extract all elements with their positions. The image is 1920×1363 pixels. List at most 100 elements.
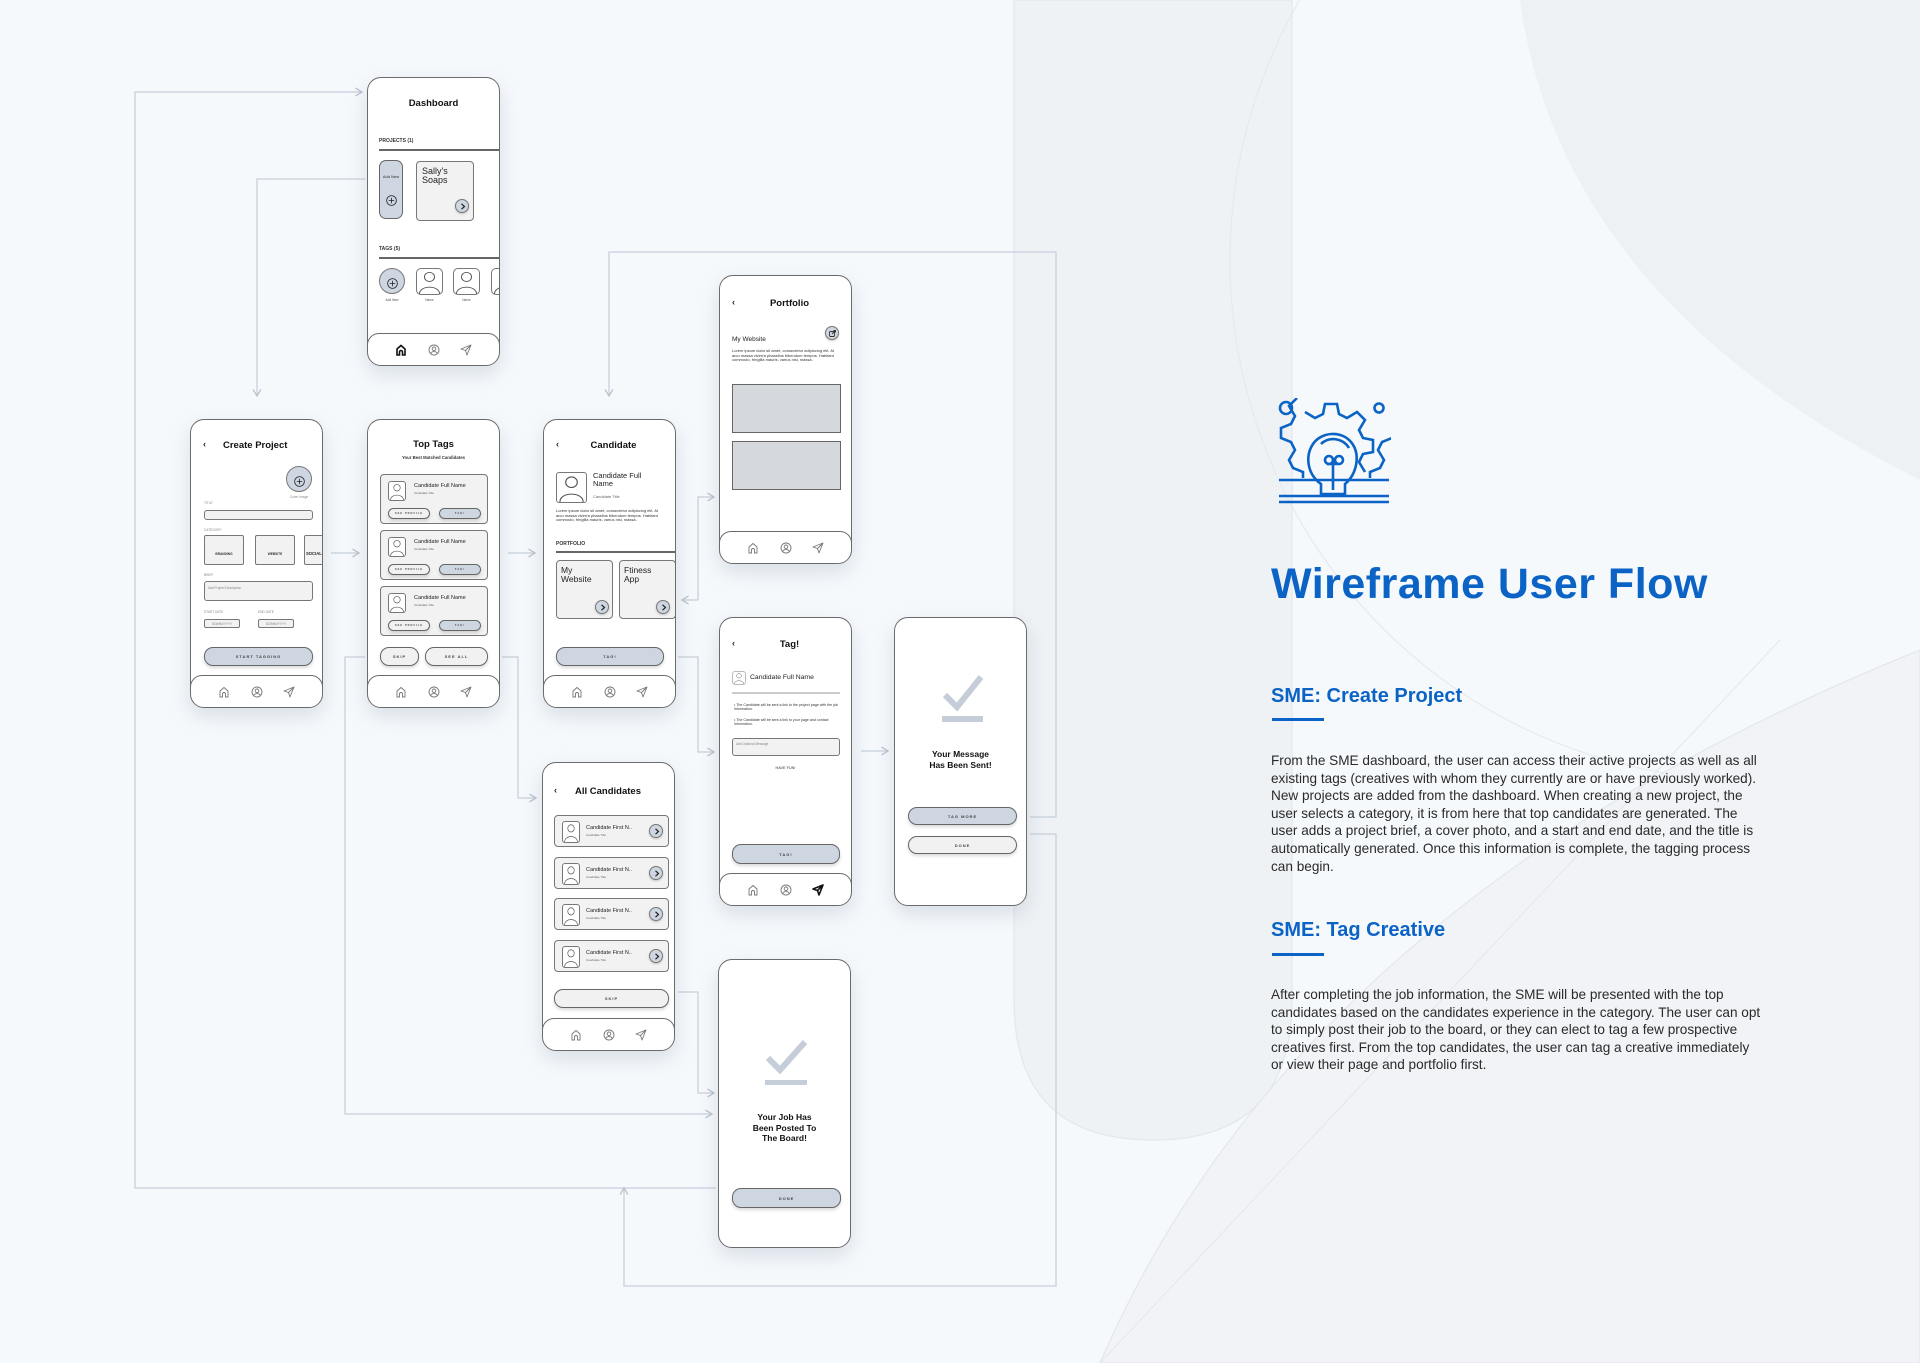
home-icon[interactable] bbox=[395, 686, 407, 698]
chevron-right-icon[interactable] bbox=[656, 600, 670, 614]
send-icon[interactable] bbox=[460, 344, 472, 356]
add-tag-button[interactable] bbox=[379, 268, 405, 294]
category-label: CATEGORY bbox=[204, 528, 222, 532]
connector-allcandidates-to-jobposted bbox=[678, 991, 716, 1098]
category-website[interactable]: WEBSITE bbox=[255, 535, 295, 565]
chevron-right-icon[interactable] bbox=[649, 949, 663, 964]
back-icon[interactable]: ‹ bbox=[554, 785, 557, 795]
candidate-avatar bbox=[562, 821, 580, 843]
candidate-name: Candidate Full Name bbox=[750, 674, 814, 681]
skip-button[interactable]: SKIP bbox=[554, 989, 669, 1008]
candidate-screen: ‹ Candidate Candidate Full Name Candidat… bbox=[543, 419, 676, 708]
add-project-button[interactable]: Add New bbox=[379, 160, 403, 219]
title-input[interactable] bbox=[204, 510, 313, 520]
category-branding[interactable]: BRANDING bbox=[204, 535, 244, 565]
candidate-name: Candidate First N.. bbox=[586, 866, 632, 873]
divider bbox=[732, 692, 840, 694]
tag-avatar[interactable] bbox=[416, 268, 443, 295]
see-profile-button[interactable]: SEE PROFILE bbox=[388, 620, 430, 631]
chevron-right-icon[interactable] bbox=[649, 824, 663, 838]
plus-icon bbox=[386, 193, 397, 206]
profile-icon[interactable] bbox=[428, 686, 440, 698]
candidate-avatar bbox=[562, 904, 580, 927]
chevron-right-icon[interactable] bbox=[649, 907, 663, 922]
home-icon[interactable] bbox=[570, 1029, 582, 1041]
gear-lightbulb-icon bbox=[1278, 398, 1391, 504]
done-button[interactable]: DONE bbox=[908, 836, 1017, 854]
tag-screen: ‹ Tag! Candidate Full Name • The Candida… bbox=[719, 617, 852, 906]
tag-button[interactable]: TAG! bbox=[439, 564, 481, 575]
portfolio-card[interactable]: Ftiness App bbox=[619, 560, 675, 619]
see-all-button[interactable]: SEE ALL bbox=[425, 647, 488, 666]
portfolio-card[interactable]: My Website bbox=[556, 560, 613, 619]
candidate-title: Candidate Title bbox=[414, 603, 435, 607]
home-icon[interactable] bbox=[571, 686, 583, 698]
chevron-right-icon[interactable] bbox=[649, 865, 663, 880]
candidate-row[interactable]: Candidate First N.. Candidate Title bbox=[554, 898, 669, 931]
project-card[interactable]: Sally's Soaps bbox=[416, 161, 474, 221]
chevron-right-icon[interactable] bbox=[455, 199, 469, 213]
see-profile-button[interactable]: SEE PROFILE bbox=[388, 564, 430, 575]
connector-jobposted-to-dashboard bbox=[134, 87, 716, 1189]
bottom-nav bbox=[720, 873, 851, 905]
tag-bullet: • The Candidate will be sent a link to y… bbox=[734, 718, 829, 727]
brief-textarea[interactable]: Add Project Description bbox=[204, 581, 313, 601]
profile-icon[interactable] bbox=[603, 1029, 615, 1041]
home-icon[interactable] bbox=[218, 686, 230, 698]
have-fun-text: HAVE FUN! bbox=[775, 766, 796, 770]
external-link-icon[interactable] bbox=[825, 326, 839, 340]
tag-name: Name bbox=[462, 298, 471, 302]
section-heading: SME: Create Project bbox=[1271, 685, 1463, 707]
category-social[interactable]: SOCIAL bbox=[304, 535, 322, 565]
tag-button[interactable]: TAG! bbox=[556, 647, 664, 666]
send-icon[interactable] bbox=[812, 542, 824, 554]
candidate-row[interactable]: Candidate First N.. Candidate Title bbox=[554, 815, 669, 847]
tag-button[interactable]: TAG! bbox=[439, 508, 481, 519]
send-icon[interactable] bbox=[812, 884, 824, 896]
connector-tagmore-loop bbox=[604, 251, 1057, 818]
tag-avatar[interactable] bbox=[453, 268, 480, 295]
portfolio-label: PORTFOLIO bbox=[556, 541, 586, 547]
done-button[interactable]: DONE bbox=[732, 1188, 841, 1208]
tag-button[interactable]: TAG! bbox=[732, 844, 840, 864]
back-icon[interactable]: ‹ bbox=[203, 439, 206, 449]
home-icon[interactable] bbox=[747, 542, 759, 554]
end-date-input[interactable]: DD/MM/YYYY bbox=[258, 619, 294, 628]
candidate-row[interactable]: Candidate First N.. Candidate Title bbox=[554, 940, 669, 973]
back-icon[interactable]: ‹ bbox=[732, 638, 735, 648]
tag-more-button[interactable]: TAG MORE bbox=[908, 807, 1017, 825]
candidate-avatar bbox=[562, 946, 580, 969]
start-date-label: START DATE bbox=[204, 610, 224, 614]
portfolio-item-title: My Website bbox=[561, 565, 592, 584]
candidate-name: Candidate Full Name bbox=[414, 539, 466, 545]
plus-icon bbox=[294, 474, 305, 487]
profile-icon[interactable] bbox=[780, 542, 792, 554]
skip-button[interactable]: SKIP bbox=[380, 647, 419, 666]
start-tagging-button[interactable]: START TAGGING bbox=[204, 647, 313, 666]
home-icon[interactable] bbox=[395, 344, 407, 356]
profile-icon[interactable] bbox=[251, 686, 263, 698]
home-icon[interactable] bbox=[747, 884, 759, 896]
tag-avatar[interactable] bbox=[491, 268, 499, 295]
profile-icon[interactable] bbox=[428, 344, 440, 356]
cover-image-button[interactable] bbox=[286, 466, 312, 492]
connector-dashboard-to-create bbox=[252, 178, 365, 398]
profile-icon[interactable] bbox=[604, 686, 616, 698]
candidate-row[interactable]: Candidate First N.. Candidate Title bbox=[554, 856, 669, 889]
send-icon[interactable] bbox=[460, 686, 472, 698]
candidate-title: Candidate Title bbox=[593, 494, 620, 499]
chevron-right-icon[interactable] bbox=[595, 600, 609, 614]
back-icon[interactable]: ‹ bbox=[556, 439, 559, 449]
start-date-input[interactable]: DD/MM/YYYY bbox=[204, 619, 240, 628]
tag-button[interactable]: TAG! bbox=[439, 620, 481, 631]
see-profile-button[interactable]: SEE PROFILE bbox=[388, 508, 430, 519]
send-icon[interactable] bbox=[283, 686, 295, 698]
message-line: Your Message bbox=[931, 749, 989, 759]
send-icon[interactable] bbox=[635, 1029, 647, 1041]
send-icon[interactable] bbox=[636, 686, 648, 698]
candidate-title: Candidate Title bbox=[586, 833, 607, 837]
back-icon[interactable]: ‹ bbox=[732, 297, 735, 307]
profile-icon[interactable] bbox=[780, 884, 792, 896]
message-input[interactable]: Add Optional Message bbox=[732, 738, 840, 756]
plus-icon bbox=[387, 276, 398, 289]
